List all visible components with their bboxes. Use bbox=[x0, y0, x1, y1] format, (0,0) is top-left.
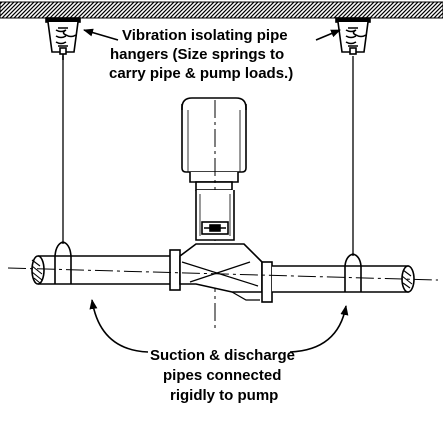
pump-coupling-housing bbox=[195, 190, 235, 241]
pump-motor bbox=[181, 97, 247, 191]
hanger-note-line-1: Vibration isolating pipe bbox=[122, 27, 288, 44]
pump-volute bbox=[179, 243, 263, 301]
pipe-arrow-left bbox=[89, 299, 149, 353]
hanger-arrow-left bbox=[83, 28, 119, 41]
right-pipe-clamp bbox=[344, 253, 362, 292]
pipe-note-line-1: Suction & discharge bbox=[150, 347, 295, 364]
hanger-note-line-2: hangers (Size springs to bbox=[110, 46, 284, 63]
discharge-pipe bbox=[261, 261, 415, 303]
pipe-arrow-right bbox=[289, 305, 349, 353]
pipe-note-line-2: pipes connected bbox=[163, 367, 281, 384]
suction-pipe bbox=[31, 249, 181, 291]
right-spring-hanger bbox=[335, 17, 371, 55]
pipe-centerline bbox=[7, 267, 439, 281]
pipe-note-line-3: rigidly to pump bbox=[170, 387, 278, 404]
hanger-note-line-3: carry pipe & pump loads.) bbox=[109, 65, 293, 82]
left-spring-hanger bbox=[45, 17, 81, 60]
hanger-arrow-right bbox=[315, 29, 341, 41]
ceiling bbox=[0, 1, 443, 19]
